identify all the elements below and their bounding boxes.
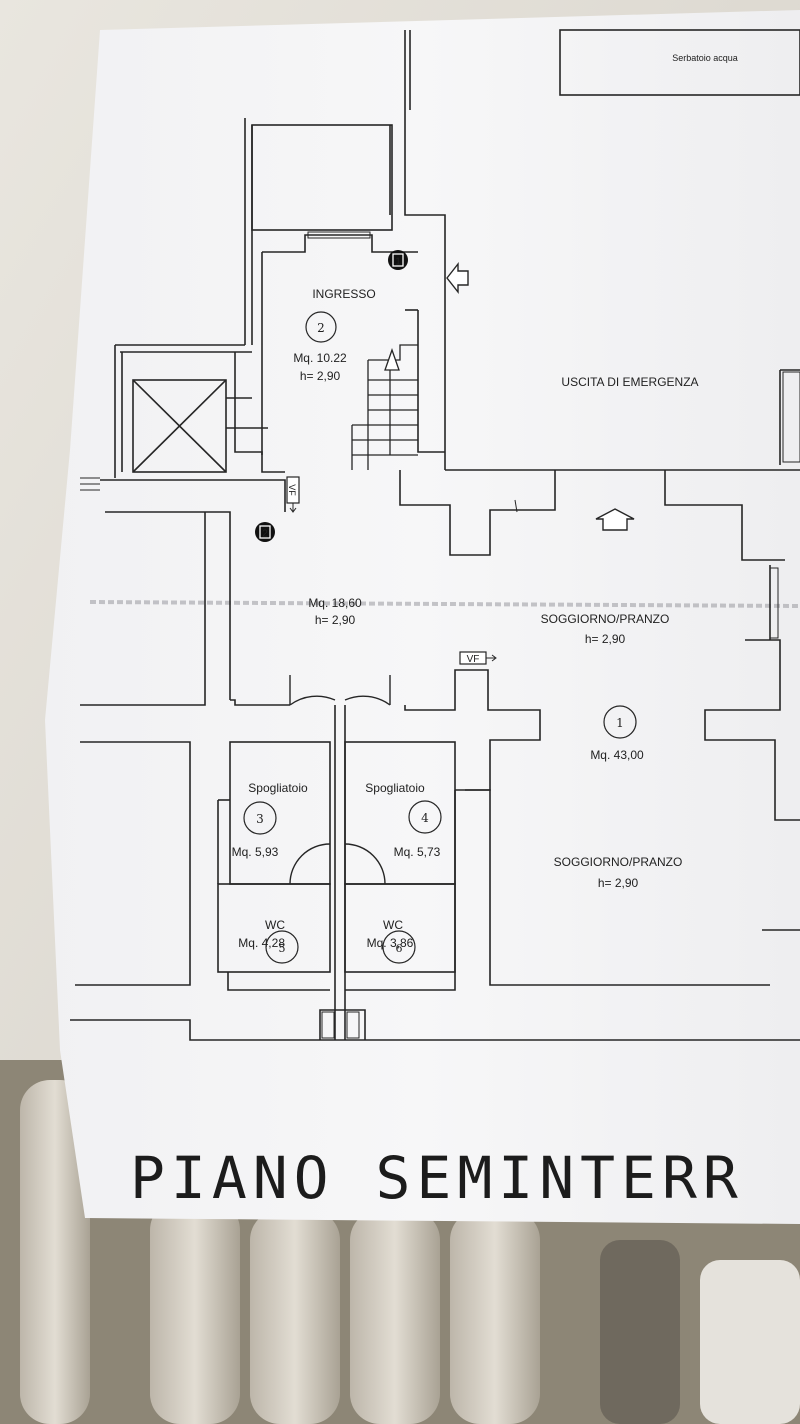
tick-mark bbox=[514, 499, 518, 513]
room-area-4: Mq. 5,73 bbox=[394, 845, 441, 859]
staircase bbox=[351, 344, 418, 470]
room-area-3: Mq. 5,93 bbox=[232, 845, 279, 859]
room-number-3: 3 bbox=[256, 812, 264, 826]
room-number-circles bbox=[243, 311, 637, 964]
room-height-ingresso: h= 2,90 bbox=[300, 369, 341, 383]
room-name-living: SOGGIORNO/PRANZO bbox=[554, 855, 683, 869]
vf-symbol-mid: VF bbox=[459, 651, 497, 665]
corridor-area: Mq. 18,60 bbox=[308, 596, 362, 610]
plan-walls bbox=[70, 29, 800, 1041]
svg-text:VF: VF bbox=[287, 484, 297, 496]
entrance-arrow bbox=[446, 261, 469, 295]
room-area-6: Mq. 3,86 bbox=[367, 936, 414, 950]
room-height-living: h= 2,90 bbox=[598, 876, 639, 890]
paper-sheet bbox=[45, 10, 800, 1224]
room-area-living: Mq. 43,00 bbox=[590, 748, 644, 762]
room-number-4: 4 bbox=[421, 811, 429, 825]
svg-text:VF: VF bbox=[467, 654, 480, 665]
room-area-ingresso: Mq. 10.22 bbox=[293, 351, 347, 365]
svg-text:1: 1 bbox=[395, 257, 401, 268]
tank-label: Serbatoio acqua bbox=[672, 53, 738, 63]
living-upper-height: h= 2,90 bbox=[585, 632, 626, 646]
room-number-ingresso: 2 bbox=[317, 321, 325, 335]
room-name-ingresso: INGRESSO bbox=[312, 287, 375, 301]
marker-1: 1 bbox=[388, 250, 408, 270]
plan-title: PIANO SEMINTERR bbox=[130, 1144, 744, 1212]
vf-symbol-top: VF bbox=[286, 476, 300, 513]
emergency-exit-label: USCITA DI EMERGENZA bbox=[561, 375, 698, 389]
room-number-6: 6 bbox=[396, 942, 403, 955]
room-name-wc-6: WC bbox=[383, 918, 403, 932]
corridor-height: h= 2,90 bbox=[315, 613, 356, 627]
room-name-spogliatoio-4: Spogliatoio bbox=[365, 781, 425, 795]
exit-arrow bbox=[595, 508, 635, 531]
living-upper-name: SOGGIORNO/PRANZO bbox=[541, 612, 670, 626]
room-number-5: 5 bbox=[279, 942, 286, 955]
marker-2: 2 bbox=[255, 522, 275, 542]
door-swings bbox=[289, 675, 391, 885]
windows bbox=[80, 231, 800, 1039]
svg-text:2: 2 bbox=[262, 529, 268, 540]
room-number-living: 1 bbox=[616, 716, 624, 730]
room-name-spogliatoio-3: Spogliatoio bbox=[248, 781, 308, 795]
room-area-5: Mq. 4,28 bbox=[238, 936, 285, 950]
elevator-shaft bbox=[132, 379, 268, 473]
room-name-wc-5: WC bbox=[265, 918, 285, 932]
paper-fold bbox=[89, 600, 800, 608]
